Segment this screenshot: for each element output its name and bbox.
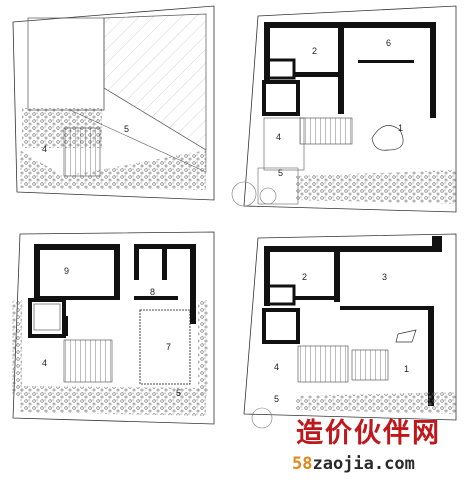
elevator xyxy=(264,284,296,306)
wall xyxy=(264,22,436,28)
wall xyxy=(64,316,68,336)
wall xyxy=(34,244,40,300)
roof-edge xyxy=(69,87,207,173)
wall xyxy=(264,22,270,80)
stair xyxy=(297,345,349,383)
room-label: 2 xyxy=(302,272,307,282)
plan-ground-floor-alt xyxy=(243,233,457,429)
site-boundary xyxy=(12,5,215,201)
tree xyxy=(251,407,273,429)
tree xyxy=(259,187,277,205)
wall xyxy=(134,296,178,300)
room-label: 5 xyxy=(124,124,129,134)
stair xyxy=(63,127,101,177)
watermark-url-number: 58 xyxy=(292,454,313,474)
wall xyxy=(190,244,196,324)
elevator xyxy=(264,58,296,80)
room-label: 5 xyxy=(176,388,181,398)
room-4 xyxy=(263,117,305,171)
wall xyxy=(294,296,340,300)
wall xyxy=(430,22,436,118)
stair-2 xyxy=(351,349,389,381)
roof-block xyxy=(27,17,105,111)
plan-ground-floor xyxy=(231,5,457,213)
counter xyxy=(358,60,414,63)
stair-core xyxy=(262,80,300,116)
watermark-url: 58zaojia.com xyxy=(292,456,415,473)
room-label: 8 xyxy=(150,287,155,297)
elevator xyxy=(33,303,61,331)
gravel-side-right xyxy=(198,300,208,396)
wall xyxy=(264,246,270,306)
wall xyxy=(432,236,442,252)
roof-slope xyxy=(103,13,207,151)
room-label: 1 xyxy=(398,123,403,133)
gravel-area xyxy=(296,392,456,414)
wall xyxy=(334,252,340,302)
gravel-area xyxy=(20,386,206,416)
stair xyxy=(299,117,353,145)
wall xyxy=(162,244,167,280)
feature xyxy=(395,329,417,343)
site-boundary xyxy=(243,233,457,421)
room-label: 5 xyxy=(274,394,279,404)
room-label: 4 xyxy=(42,144,47,154)
room-label: 7 xyxy=(166,342,171,352)
room-label: 4 xyxy=(42,358,47,368)
wall xyxy=(294,72,338,77)
room-label: 6 xyxy=(386,38,391,48)
site-boundary xyxy=(243,5,457,213)
wall xyxy=(34,244,120,250)
wall xyxy=(264,246,438,252)
plan-upper-floor xyxy=(12,231,215,425)
gravel-area xyxy=(296,170,456,204)
plan-roof xyxy=(12,5,215,201)
room-label: 4 xyxy=(276,132,281,142)
watermark-chinese: 造价伙伴网 xyxy=(296,418,441,449)
room-label: 2 xyxy=(312,46,317,56)
stair-core xyxy=(28,298,66,338)
wall xyxy=(340,306,434,310)
room-label: 5 xyxy=(278,168,283,178)
room-label: 4 xyxy=(274,362,279,372)
wall xyxy=(114,244,120,300)
pool xyxy=(371,125,404,151)
gravel-area-2 xyxy=(20,150,206,190)
room-7 xyxy=(139,309,191,385)
tree xyxy=(231,181,257,207)
wall xyxy=(134,244,139,280)
watermark-url-text: zaojia.com xyxy=(312,454,415,474)
room-label: 1 xyxy=(404,364,409,374)
wall xyxy=(338,28,344,114)
stair xyxy=(63,339,113,383)
gravel-side xyxy=(12,300,22,396)
room-label: 9 xyxy=(64,266,69,276)
wall xyxy=(428,306,434,406)
wall xyxy=(40,296,114,300)
room-label: 3 xyxy=(382,272,387,282)
stair-core xyxy=(262,308,300,344)
